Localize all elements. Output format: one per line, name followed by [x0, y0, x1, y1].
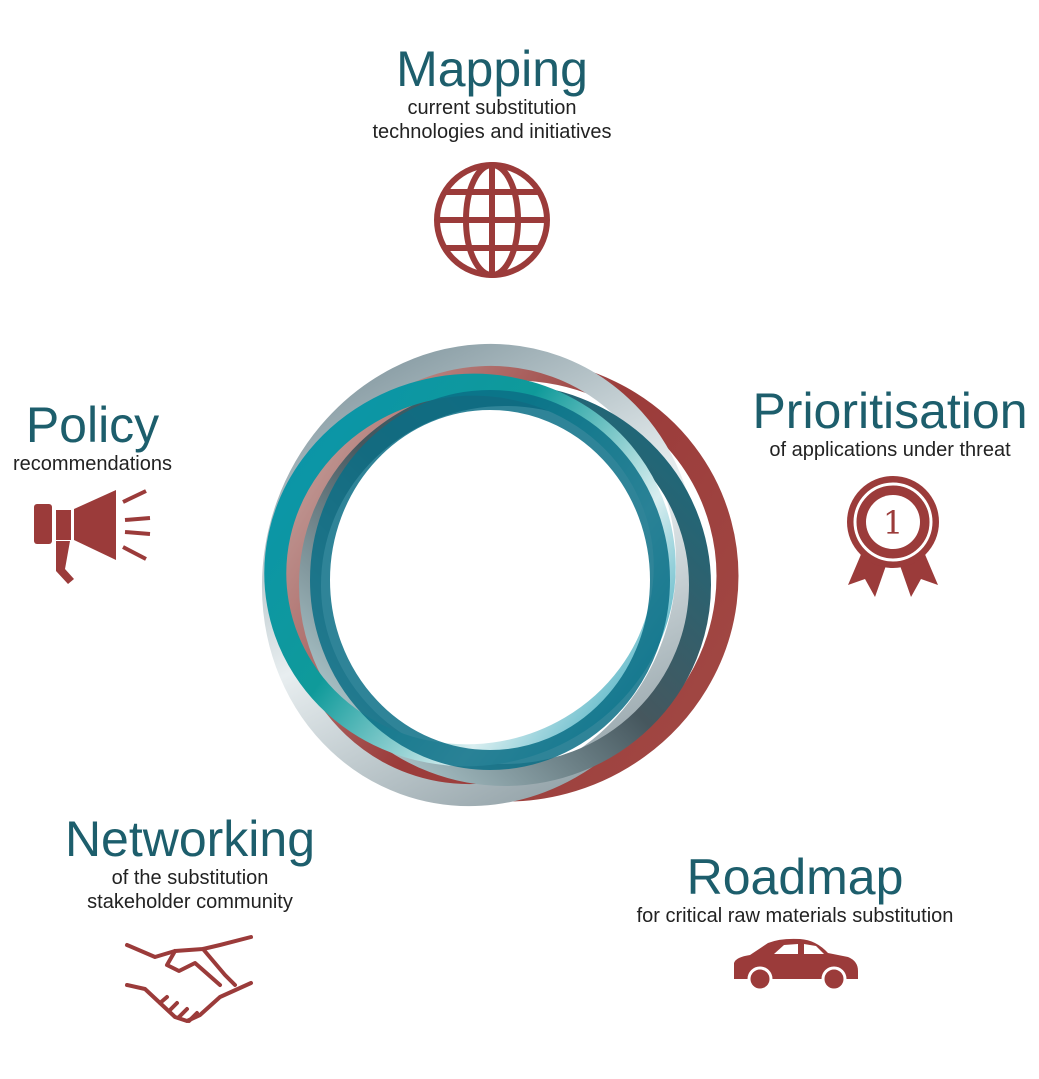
globe-icon — [434, 162, 550, 278]
networking-subtitle-1: of the substitution — [111, 867, 269, 889]
networking-title: Networking — [64, 811, 316, 867]
roadmap-title: Roadmap — [686, 849, 904, 905]
networking-block: Networking of the substitution stakehold… — [40, 812, 340, 914]
award-ribbon-icon: 1 — [847, 476, 939, 597]
roadmap-block: Roadmap for critical raw materials subst… — [590, 850, 1000, 928]
car-icon — [734, 938, 858, 992]
roadmap-subtitle: for critical raw materials substitution — [636, 905, 954, 927]
ring-teal-inner — [310, 390, 670, 770]
policy-block: Policy recommendations — [0, 398, 195, 476]
prioritisation-block: Prioritisation of applications under thr… — [730, 384, 1039, 462]
award-number: 1 — [883, 504, 903, 542]
prioritisation-title: Prioritisation — [752, 383, 1028, 439]
mapping-block: Mapping current substitution technologie… — [292, 42, 692, 144]
mapping-subtitle-1: current substitution — [407, 97, 577, 119]
handshake-icon — [125, 935, 253, 1023]
megaphone-icon — [34, 489, 151, 584]
mapping-title: Mapping — [396, 41, 588, 97]
policy-title: Policy — [25, 397, 160, 453]
mapping-subtitle-2: technologies and initiatives — [372, 121, 612, 143]
policy-subtitle: recommendations — [13, 453, 172, 475]
networking-subtitle-2: stakeholder community — [87, 891, 293, 913]
prioritisation-subtitle: of applications under threat — [769, 439, 1011, 461]
